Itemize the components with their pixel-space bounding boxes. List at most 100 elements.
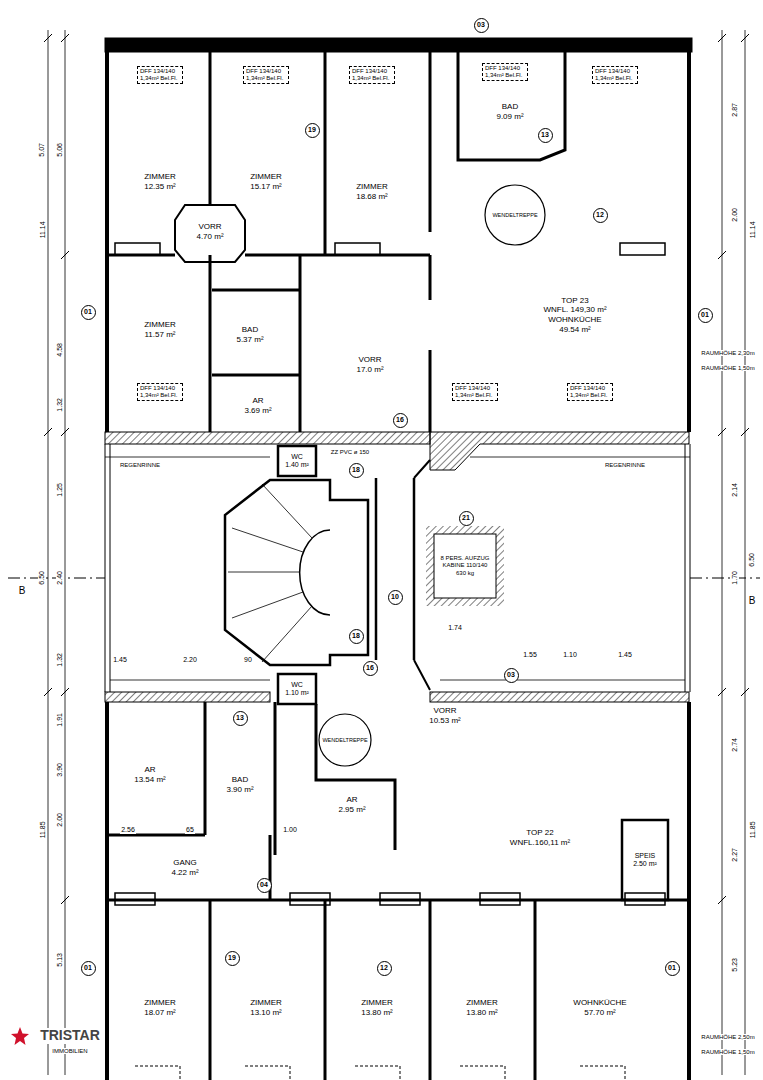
callout-number: 01: [698, 308, 713, 323]
dimension: 2.00: [56, 812, 64, 828]
room-text: 9.09 m²: [496, 112, 523, 122]
plan-note: WENDELTREPPE: [491, 212, 538, 218]
callout-number: 18: [349, 463, 364, 478]
dimension: 1.45: [617, 651, 633, 659]
room-text: 15.17 m²: [250, 182, 282, 192]
room-text: 3.69 m²: [244, 406, 271, 416]
room-label: ZIMMER13.80 m²: [466, 998, 498, 1017]
room-name: BAD: [236, 325, 263, 335]
room-name: TOP 22: [510, 828, 570, 838]
callout-number: 04: [257, 878, 272, 893]
dimension: 5.23: [731, 957, 739, 973]
plan-note: B: [748, 595, 757, 606]
room-name: WOHNKÜCHE: [573, 998, 626, 1008]
room-name: TOP 23: [543, 296, 606, 306]
room-text: 17.0 m²: [356, 365, 383, 375]
dimension: 1.55: [522, 651, 538, 659]
dimension: 1.45: [112, 656, 128, 664]
room-label: ZIMMER18.68 m²: [356, 182, 388, 201]
room-text: 4.70 m²: [196, 232, 223, 242]
dimension: 1.74: [447, 624, 463, 632]
room-text: 13.80 m²: [466, 1008, 498, 1018]
window-label: DFF 134/140 1,34m² Bel.Fl.: [592, 66, 638, 84]
room-label: BAD5.37 m²: [236, 325, 263, 344]
callout-number: 01: [81, 961, 96, 976]
dimension: 2.87: [731, 102, 739, 118]
room-label: AR13.54 m²: [134, 765, 166, 784]
callout-number: 01: [665, 961, 680, 976]
callout-number: 21: [459, 511, 474, 526]
dimension: 1.25: [56, 482, 64, 498]
callout-number: 18: [349, 629, 364, 644]
room-name: BAD: [496, 102, 523, 112]
callout-number: 13: [233, 711, 248, 726]
dimension: 1.70: [731, 570, 739, 586]
dimension: 2.74: [731, 737, 739, 753]
room-text: 18.07 m²: [144, 1008, 176, 1018]
callout-number: 03: [474, 18, 489, 33]
room-text: 57.70 m²: [573, 1008, 626, 1018]
callout-number: 19: [225, 951, 240, 966]
logo-text: TRISTAR: [39, 1028, 101, 1043]
room-label: TOP 22WNFL.160,11 m²: [510, 828, 570, 847]
room-label: BAD3.90 m²: [226, 775, 253, 794]
room-label: WOHNKÜCHE57.70 m²: [573, 998, 626, 1017]
callout-number: 13: [538, 128, 553, 143]
plan-note: IMMOBILIEN: [51, 1048, 88, 1055]
dimension: 2.20: [182, 656, 198, 664]
callout-number: 01: [81, 305, 96, 320]
plan-note: REGENRINNE: [604, 462, 646, 469]
room-text: WNFL.160,11 m²: [510, 838, 570, 848]
plan-note: RAUMHÖHE 2,50m: [700, 1034, 755, 1041]
room-label: ZIMMER11.57 m²: [144, 320, 176, 339]
room-name: 8 PERS. AUFZUG KABINE 110/140: [437, 555, 493, 569]
room-name: ZIMMER: [250, 172, 282, 182]
room-text: 13.10 m²: [250, 1008, 282, 1018]
room-text: 1.40 m²: [285, 461, 309, 469]
room-name: VORR: [356, 355, 383, 365]
room-label: VORR4.70 m²: [196, 222, 223, 241]
room-label: TOP 23WNFL. 149,30 m²WOHNKÜCHE49.54 m²: [543, 296, 606, 334]
room-text: 1.10 m²: [285, 689, 309, 697]
room-name: ZIMMER: [361, 998, 393, 1008]
plan-note: RAUMHÖHE 2,30m: [700, 350, 755, 357]
dimension: 2.14: [731, 482, 739, 498]
dimension: 11.85: [748, 821, 756, 840]
dimension: 5.07: [38, 142, 46, 158]
room-label: GANG4.22 m²: [171, 858, 198, 877]
window-label: DFF 134/140 1,34m² Bel.Fl.: [567, 383, 613, 401]
room-text: 11.57 m²: [144, 330, 176, 340]
dimension: 1.10: [562, 651, 578, 659]
dimension: 1.00: [282, 826, 298, 834]
dimension: 3.90: [56, 762, 64, 778]
room-label: ZIMMER13.80 m²: [361, 998, 393, 1017]
dimension: 1.91: [56, 712, 64, 728]
callout-number: 19: [305, 123, 320, 138]
room-label: VORR17.0 m²: [356, 355, 383, 374]
room-label: AR2.95 m²: [338, 795, 365, 814]
room-text: 13.80 m²: [361, 1008, 393, 1018]
plan-note: ZZ PVC ø 150: [330, 449, 370, 456]
room-name: ZIMMER: [466, 998, 498, 1008]
dimension: 5.13: [56, 952, 64, 968]
room-name: SPEIS: [633, 852, 657, 860]
room-name: WC: [285, 453, 309, 461]
room-name: WC: [285, 681, 309, 689]
room-text: 10.53 m²: [429, 716, 461, 726]
window-label: DFF 134/140 1,34m² Bel.Fl.: [137, 66, 183, 84]
dimension: 4.58: [56, 342, 64, 358]
room-text: 13.54 m²: [134, 775, 166, 785]
room-label: ZIMMER18.07 m²: [144, 998, 176, 1017]
dimension: 90: [243, 656, 253, 664]
room-name: AR: [338, 795, 365, 805]
dimension: 1.32: [56, 397, 64, 413]
dimension: 11.14: [38, 221, 46, 240]
room-name: AR: [244, 396, 271, 406]
dimension: 11.85: [38, 821, 46, 840]
room-name: ZIMMER: [356, 182, 388, 192]
plan-note: WENDELTREPPE: [321, 737, 368, 743]
room-name: ZIMMER: [144, 998, 176, 1008]
window-label: DFF 134/140 1,34m² Bel.Fl.: [349, 66, 395, 84]
